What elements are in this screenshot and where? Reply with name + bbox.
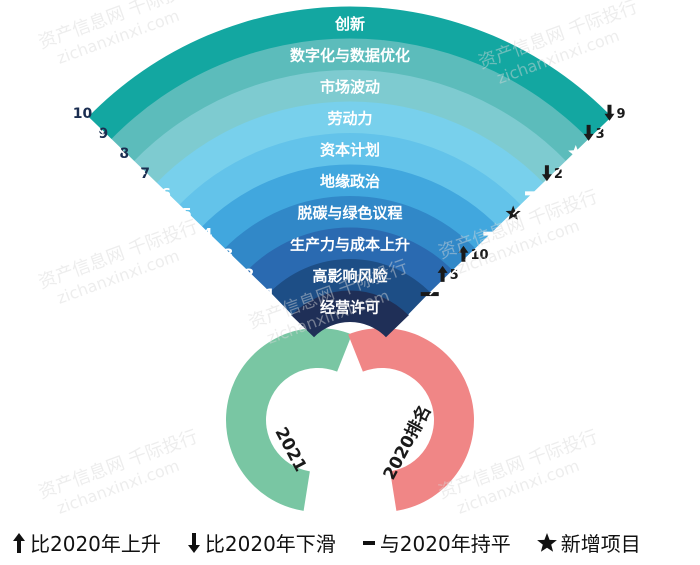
risk-band: [245, 227, 455, 294]
rank-change-marker: 5: [437, 265, 459, 283]
rank-2021-label: 7: [140, 166, 150, 182]
risk-band-label: 高影响风险: [312, 267, 388, 285]
down-arrow-icon: [541, 165, 552, 182]
legend-label-new: 新增项目: [560, 532, 641, 556]
rank-change-marker: 9: [604, 104, 626, 122]
rank-2021-label: 8: [119, 146, 129, 162]
rank-2020-value: 3: [596, 127, 605, 142]
legend-label-same: 与2020年持平: [379, 532, 511, 556]
base-2021-ring: 2021: [226, 328, 352, 511]
risk-band: [109, 37, 591, 163]
rank-change-marker: 3: [583, 124, 605, 142]
legend-item-same: 与2020年持平: [362, 528, 511, 557]
star-icon: [536, 532, 557, 552]
rank-2021-label: 10: [73, 106, 93, 122]
rank-change-marker: [505, 205, 521, 220]
up-arrow-icon: [13, 532, 25, 553]
risk-band-label: 市场波动: [320, 78, 380, 96]
risk-band: [177, 132, 523, 228]
legend-item-new: 新增项目: [536, 528, 641, 557]
legend-item-down: 比2020年下滑: [187, 528, 336, 557]
up-arrow-icon: [458, 245, 469, 262]
base-2020-arc: [348, 328, 474, 511]
rank-2021-label: 3: [224, 247, 234, 263]
down-arrow-icon: [604, 104, 615, 121]
rank-2021-label: 2: [245, 267, 255, 283]
rank-2021-label: 5: [182, 206, 192, 222]
risk-band-label: 创新: [334, 15, 365, 33]
risk-band: [132, 69, 568, 185]
risk-band-label: 经营许可: [320, 298, 380, 316]
down-arrow-icon: [187, 532, 200, 553]
risk-band: [268, 258, 432, 316]
rank-change-marker: 2: [541, 165, 563, 182]
rank-2020-value: 9: [616, 107, 625, 122]
legend: 比2020年上升 比2020年下滑 与2020年持平 新增项目: [0, 520, 700, 565]
legend-item-up: 比2020年上升: [12, 528, 161, 557]
rank-change-marker: [568, 145, 584, 160]
legend-label-up: 比2020年上升: [30, 532, 161, 556]
dash-icon: [362, 540, 375, 545]
rank-2021-cell: [61, 91, 104, 135]
legend-label-down: 比2020年下滑: [204, 532, 336, 556]
rank-2021-label: 9: [99, 126, 109, 142]
risk-band-label: 数字化与数据优化: [290, 46, 410, 64]
risk-band-label: 劳动力: [327, 109, 372, 127]
risk-band-label: 脱碳与绿色议程: [297, 204, 402, 222]
risk-band: [223, 195, 477, 272]
rank-2021-label: 4: [203, 227, 213, 243]
star-icon: [505, 205, 521, 220]
rank-2021-label: 1: [265, 287, 275, 303]
rank-2020-value: 5: [450, 268, 459, 283]
up-arrow-icon: [437, 265, 448, 282]
base-2021-arc: [226, 328, 352, 511]
star-icon: [568, 145, 584, 160]
risk-band-label: 生产力与成本上升: [290, 235, 410, 253]
rank-2021-label: 6: [161, 186, 171, 202]
risk-band: [87, 6, 613, 141]
risk-band: [200, 164, 500, 250]
risk-band: [155, 101, 545, 206]
risk-band: [291, 290, 409, 338]
down-arrow-icon: [583, 124, 594, 141]
rank-2020-value: 2: [554, 167, 563, 182]
risk-band-label: 资本计划: [320, 141, 380, 159]
risk-band-label: 地缘政治: [320, 172, 380, 190]
